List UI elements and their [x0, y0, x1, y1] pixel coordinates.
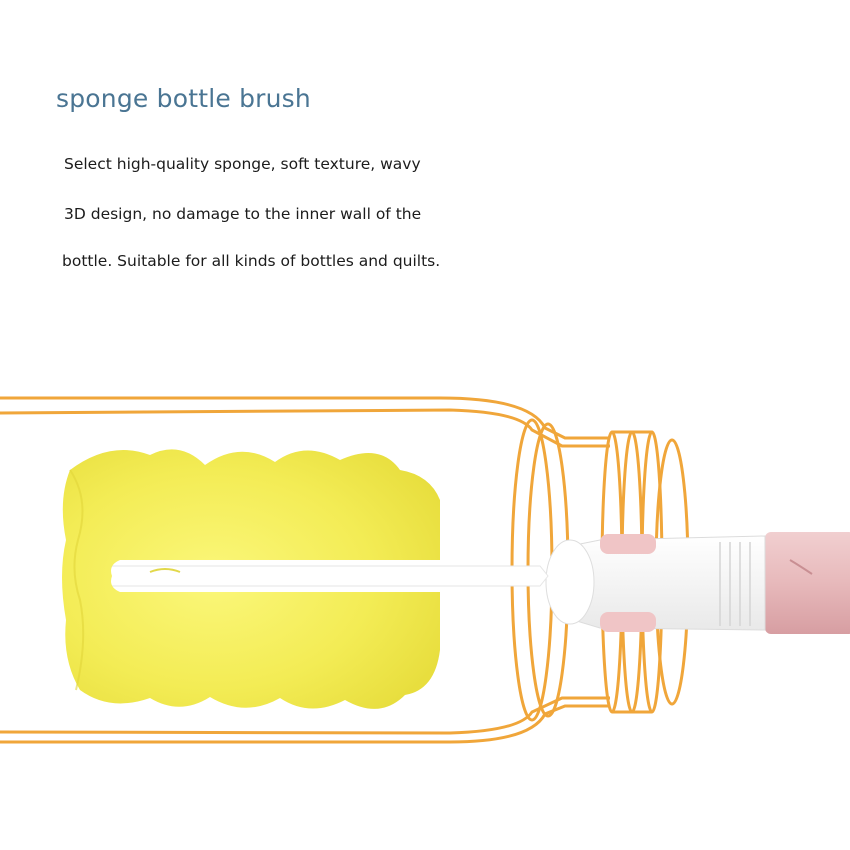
sponge-brush-illustration	[0, 396, 850, 744]
brush-handle	[765, 532, 850, 634]
description-line-2: 3D design, no damage to the inner wall o…	[64, 205, 422, 223]
brush-stick	[107, 565, 549, 587]
description-line-3: bottle. Suitable for all kinds of bottle…	[62, 252, 441, 270]
sponge-head	[62, 449, 440, 709]
product-title: sponge bottle brush	[56, 84, 311, 113]
description-line-1: Select high-quality sponge, soft texture…	[64, 155, 421, 173]
